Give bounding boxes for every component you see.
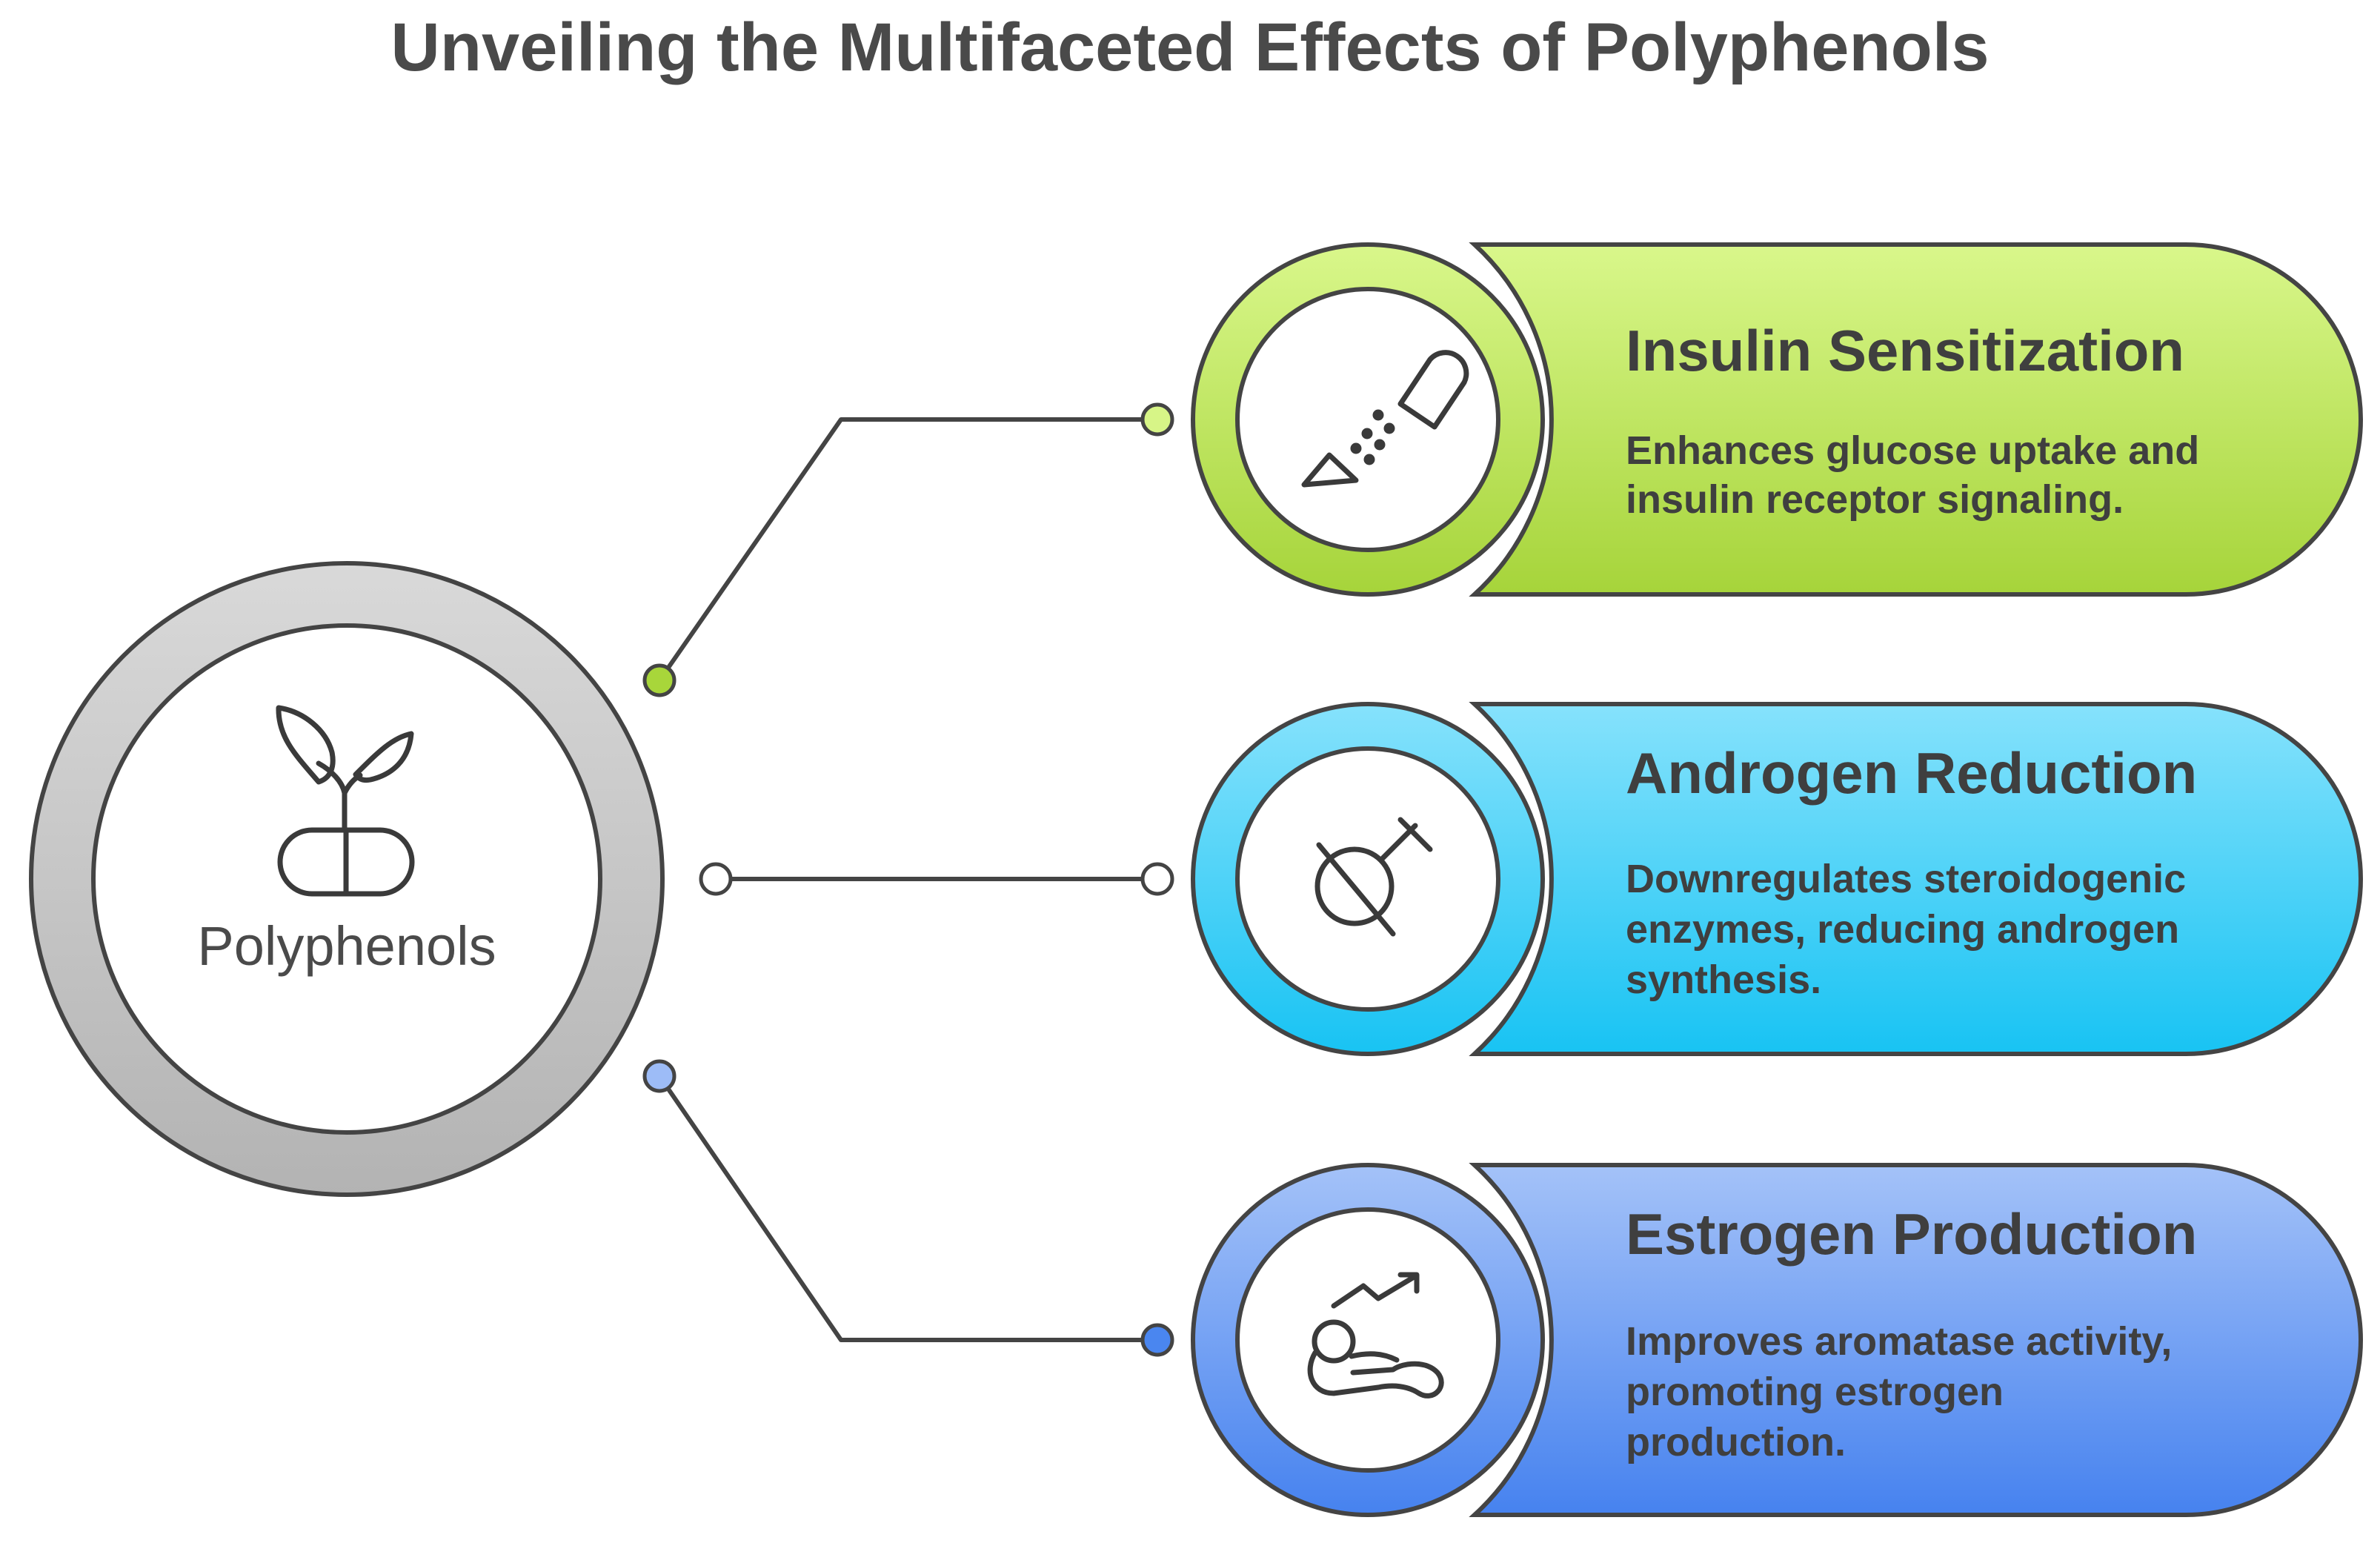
card-androgen-title: Androgen Reduction (1626, 740, 2197, 806)
card-insulin-title: Insulin Sensitization (1626, 318, 2184, 383)
dot-estrogen-end (1140, 1323, 1174, 1357)
card-insulin-sensitization: Insulin Sensitization Enhances glucose u… (1191, 242, 2363, 597)
dot-androgen-end (1140, 862, 1174, 896)
connectors (657, 417, 1160, 1342)
card-insulin-desc-line-1: Enhances glucose uptake and (1626, 428, 2199, 473)
crossed-female-symbol-icon (1314, 817, 1433, 937)
center-node: Polyphenols (29, 561, 665, 1197)
card-estrogen-desc-line-3: production. (1626, 1420, 1846, 1464)
card-androgen-band (1469, 702, 2363, 1056)
card-estrogen-desc-line-2: promoting estrogen (1626, 1370, 2004, 1414)
card-insulin-desc-line-2: insulin receptor signaling. (1626, 477, 2124, 522)
card-estrogen-desc-line-1: Improves aromatase activity, (1626, 1319, 2172, 1364)
center-label: Polyphenols (197, 915, 496, 977)
card-estrogen-production: Estrogen Production Improves aromatase a… (1191, 1163, 2363, 1517)
card-estrogen-band (1469, 1163, 2363, 1517)
dot-androgen-start (699, 862, 733, 896)
dot-estrogen-start (642, 1059, 677, 1093)
card-estrogen-title: Estrogen Production (1626, 1201, 2197, 1267)
dot-insulin-end (1140, 402, 1174, 437)
baby-growth-icon (1307, 1272, 1444, 1399)
page-title: Unveiling the Multifaceted Effects of Po… (390, 10, 1989, 85)
connector-dots (642, 402, 1174, 1357)
plant-capsule-icon (276, 705, 415, 897)
card-estrogen-icon-disc (1235, 1207, 1500, 1473)
card-insulin-band (1469, 242, 2363, 597)
card-androgen-reduction: Androgen Reduction Downregulates steroid… (1191, 702, 2363, 1056)
card-androgen-icon-disc (1235, 746, 1500, 1012)
connector-estrogen (657, 1074, 1160, 1342)
dot-insulin-start (642, 663, 677, 697)
connector-insulin (657, 417, 1160, 683)
card-insulin-icon-disc (1235, 287, 1500, 552)
card-androgen-desc-line-3: synthesis. (1626, 958, 1821, 1002)
card-androgen-desc-line-1: Downregulates steroidogenic (1626, 857, 2186, 901)
dropper-icon (1301, 350, 1469, 488)
card-androgen-desc-line-2: enzymes, reducing androgen (1626, 907, 2179, 952)
